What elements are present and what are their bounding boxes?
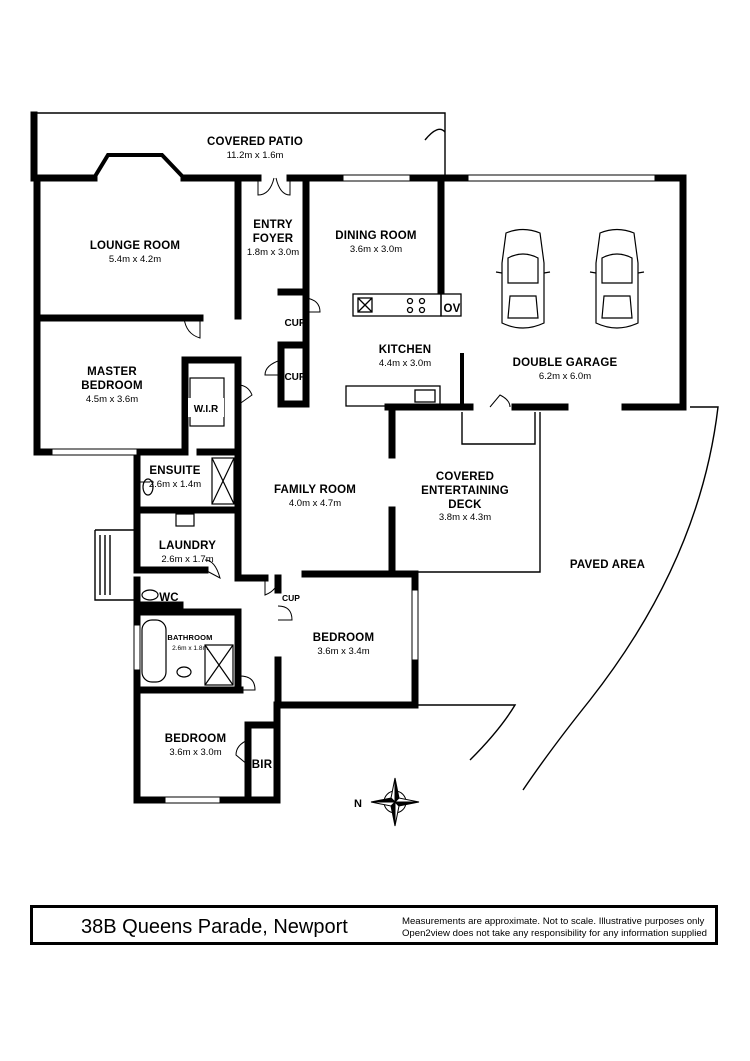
doors [137,177,511,766]
entry-foyer-name-1: ENTRY [253,219,293,231]
kitchen-name: KITCHEN [378,344,432,356]
cup-1-label: CUP [282,312,308,331]
ensuite-label: ENSUITE 2.6m x 1.4m [140,460,210,491]
cup-2-label: CUP [282,366,308,385]
kitchen-fixtures [345,293,462,407]
bedroom-3-label: BEDROOM 3.6m x 3.0m [148,728,243,759]
bedroom-3-name: BEDROOM [164,733,227,745]
north-label: N [351,793,365,812]
ensuite-name: ENSUITE [149,465,201,477]
north-letter: N [354,798,362,810]
covered-deck-name-3: DECK [448,498,482,511]
bath-fixtures [141,377,235,686]
lounge-room-label: LOUNGE ROOM 5.4m x 4.2m [70,235,200,266]
kitchen-label: KITCHEN 4.4m x 3.0m [355,339,455,370]
laundry-label: LAUNDRY 2.6m x 1.7m [140,535,235,566]
double-garage-label: DOUBLE GARAGE 6.2m x 6.0m [500,352,630,383]
dining-room-name: DINING ROOM [335,230,417,242]
bathroom-name: BATHROOM [167,633,213,642]
master-bedroom-dims: 4.5m x 3.6m [85,393,139,405]
bedroom-2-label: BEDROOM 3.6m x 3.4m [296,627,391,658]
covered-patio-dims: 11.2m x 1.6m [226,150,284,162]
covered-deck-dims: 3.8m x 4.3m [438,512,492,524]
covered-deck-name-2: ENTERTAINING [421,484,509,497]
lounge-room-dims: 5.4m x 4.2m [108,254,162,266]
disclaimer-line-2: Open2view does not take any responsibili… [401,927,707,939]
thin-outlines [37,112,719,791]
covered-patio-label: COVERED PATIO 11.2m x 1.6m [180,131,330,162]
oven-name: OV [443,303,461,315]
wir-label: W.I.R [188,398,224,418]
bedroom-2-name: BEDROOM [312,632,375,644]
covered-deck-label: COVERED ENTERTAINING DECK 3.8m x 4.3m [405,471,525,524]
master-bedroom-name-1: MASTER [87,366,137,378]
covered-patio-name: COVERED PATIO [206,136,304,148]
bir-label: BIR [250,754,274,773]
disclaimer-line-1: Measurements are approximate. Not to sca… [401,916,705,927]
entry-foyer-name-2: FOYER [252,232,294,245]
kitchen-dims: 4.4m x 3.0m [378,358,432,370]
family-room-dims: 4.0m x 4.7m [288,498,342,510]
cup-1-name: CUP [284,318,306,329]
master-bedroom-label: MASTER BEDROOM 4.5m x 3.6m [62,366,162,405]
disclaimer: Measurements are approximate. Not to sca… [402,916,707,939]
cup-3-name: CUP [282,593,300,603]
windows [51,174,656,804]
property-address: 38B Queens Parade, Newport [81,916,348,938]
paved-area-label: PAVED AREA [560,554,655,573]
dining-room-dims: 3.6m x 3.0m [349,244,403,256]
lounge-room-name: LOUNGE ROOM [89,240,181,252]
dining-room-label: DINING ROOM 3.6m x 3.0m [316,225,436,256]
bedroom-2-dims: 3.6m x 3.4m [317,646,370,658]
laundry-dims: 2.6m x 1.7m [161,554,214,566]
laundry-name: LAUNDRY [158,540,217,552]
covered-deck-name-1: COVERED [435,471,495,483]
double-garage-dims: 6.2m x 6.0m [538,371,592,383]
ensuite-dims: 2.6m x 1.4m [148,479,202,491]
wc-label: WC [157,587,181,606]
wc-name: WC [159,592,179,604]
bir-name: BIR [251,759,273,771]
cup-2-name: CUP [284,372,306,383]
master-bedroom-name-2: BEDROOM [81,379,143,392]
walls [30,111,687,804]
family-room-label: FAMILY ROOM 4.0m x 4.7m [255,479,375,510]
double-garage-name: DOUBLE GARAGE [512,357,618,369]
bathroom-dims: 2.6m x 1.8m [172,645,208,653]
paved-area-name: PAVED AREA [569,559,646,571]
family-room-name: FAMILY ROOM [273,484,357,496]
wir-name: W.I.R [193,404,219,415]
footer-box: 38B Queens Parade, Newport Measurements … [30,905,718,945]
bathroom-label: BATHROOM 2.6m x 1.8m [160,626,220,653]
entry-foyer-dims: 1.8m x 3.0m [246,246,300,258]
bedroom-3-dims: 3.6m x 3.0m [169,747,222,759]
entry-foyer-label: ENTRY FOYER 1.8m x 3.0m [238,219,308,258]
oven-label: OV [441,298,463,317]
cup-3-label: CUP [278,587,304,606]
cars [495,228,645,329]
compass-rose-icon [370,777,420,827]
